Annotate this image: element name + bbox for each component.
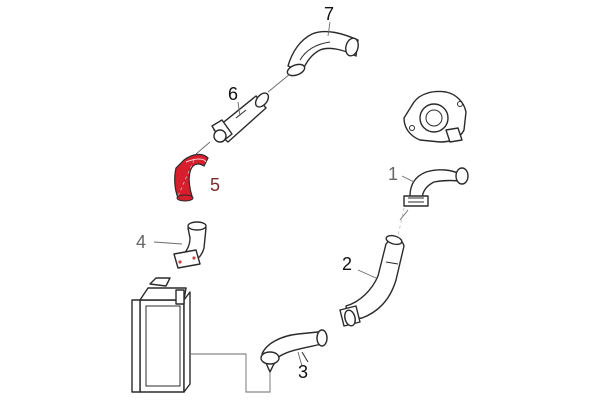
- part-3-lower-hose[interactable]: [260, 329, 328, 373]
- part-1-hose[interactable]: [403, 167, 469, 207]
- callout-5: 5: [210, 175, 220, 195]
- part-4-elbow[interactable]: [173, 221, 207, 269]
- leader-6-axis: [195, 141, 211, 155]
- housing-part: [403, 90, 467, 143]
- callout-7: 7: [324, 4, 334, 24]
- leader-6: [237, 101, 241, 117]
- part-2-long-hose[interactable]: [339, 234, 405, 327]
- callout-2: 2: [342, 254, 352, 274]
- assembly-axis-2: [397, 207, 405, 237]
- connector-line: [190, 353, 271, 393]
- callout-4: 4: [136, 232, 146, 252]
- leader-2-axis: [399, 209, 409, 221]
- callout-6: 6: [228, 84, 238, 104]
- leader-7: [327, 21, 331, 37]
- part-6-pipe[interactable]: [211, 91, 271, 143]
- leader-7-axis: [267, 73, 291, 93]
- callout-3: 3: [298, 362, 308, 382]
- callout-1: 1: [388, 164, 398, 184]
- leader-4: [153, 241, 183, 245]
- leader-2: [357, 269, 377, 279]
- part-7-upper-hose[interactable]: [286, 30, 360, 78]
- assembly-axis: [177, 159, 195, 197]
- leader-1: [401, 175, 415, 183]
- part-5-highlighted-hose[interactable]: [174, 153, 209, 202]
- leader-3: [297, 351, 303, 367]
- radiator: [131, 277, 191, 393]
